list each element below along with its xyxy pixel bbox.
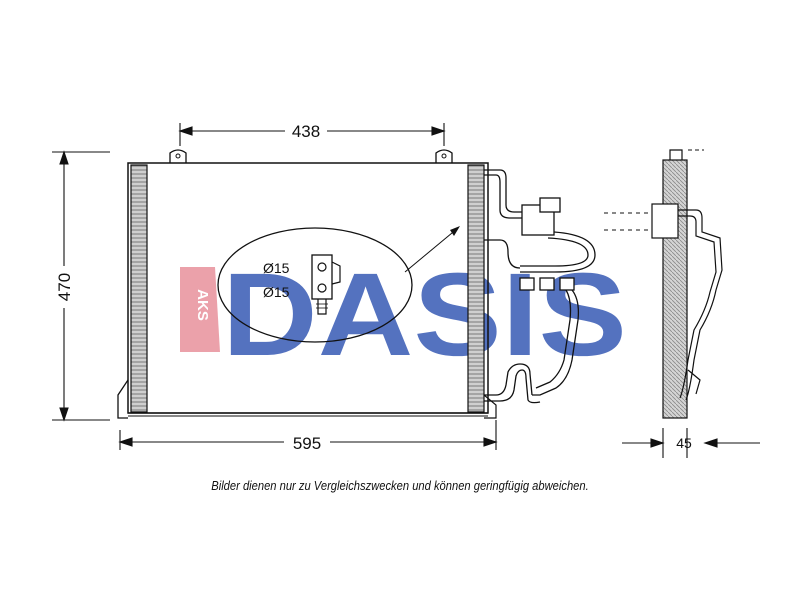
condenser-front-view <box>117 149 497 419</box>
watermark-logo: AKS DASIS <box>180 249 627 381</box>
logo-brand: DASIS <box>222 249 627 381</box>
side-drier <box>651 203 679 239</box>
port-label-2: Ø15 <box>263 284 290 300</box>
detail-ellipse <box>217 227 413 343</box>
pipe-fitting-3 <box>559 277 575 291</box>
detail-leader-line <box>404 227 459 273</box>
dimension-labels: 438 595 470 45 <box>55 120 692 453</box>
pipe-loop <box>520 231 596 273</box>
mount-tab-right <box>435 149 453 163</box>
left-tank <box>130 164 148 413</box>
logo-prefix: AKS <box>194 289 211 321</box>
bottom-left-bracket <box>117 379 129 419</box>
pipe-fitting-1 <box>519 277 535 291</box>
condenser-side-view <box>604 149 723 419</box>
logo-arrow-shape <box>180 267 220 352</box>
pipe-top <box>484 169 522 213</box>
port-label-1: Ø15 <box>263 260 290 276</box>
leader-arrowhead <box>450 226 460 236</box>
connector-block <box>311 254 333 300</box>
right-tank <box>467 164 485 413</box>
dim-label-height: 470 <box>55 273 74 301</box>
disclaimer-caption: Bilder dienen nur zu Vergleichszwecken u… <box>211 478 589 493</box>
dim-label-core-width: 438 <box>292 122 320 141</box>
pipework <box>484 169 596 404</box>
dim-label-depth: 45 <box>676 435 692 451</box>
dim-label-total-width: 595 <box>293 434 321 453</box>
side-core <box>662 159 688 419</box>
pipe-return <box>484 363 533 396</box>
detail-callout: Ø15 Ø15 <box>217 226 460 343</box>
mount-tab-left <box>169 149 187 163</box>
pipe-down <box>532 289 580 396</box>
pipe-fitting-2 <box>539 277 555 291</box>
